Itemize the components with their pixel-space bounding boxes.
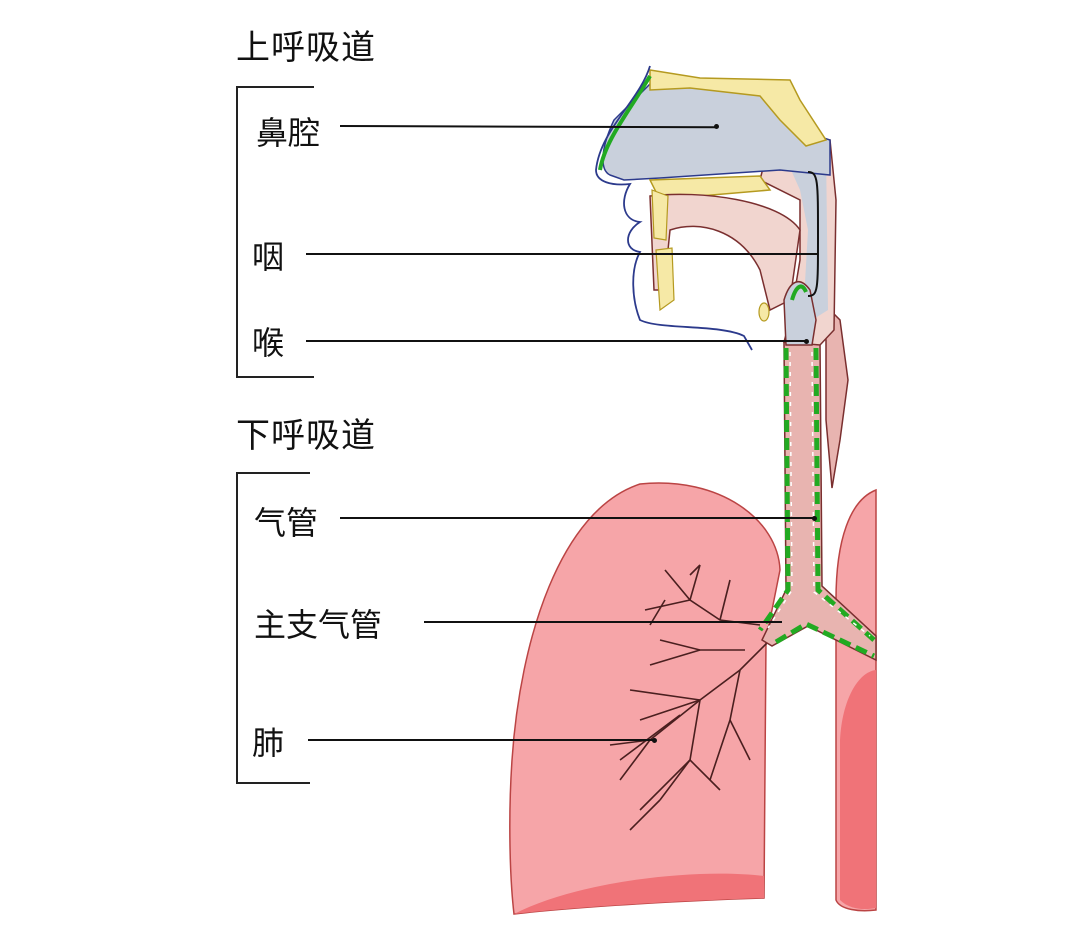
leader-trachea xyxy=(340,517,814,519)
nasal-bone xyxy=(649,69,828,147)
teeth-upper xyxy=(651,189,669,241)
left-lung-base xyxy=(514,873,764,914)
left-lung xyxy=(509,482,781,915)
upper-tract-bracket xyxy=(236,86,314,378)
label-lung: 肺 xyxy=(252,724,285,762)
label-main-bronchus: 主支气管 xyxy=(254,606,383,644)
mouth-tissue xyxy=(649,193,801,312)
leader-end-lung xyxy=(652,738,657,743)
face-outline xyxy=(595,65,753,351)
trachea-lining xyxy=(757,347,876,659)
esophagus xyxy=(818,297,849,489)
label-larynx: 喉 xyxy=(252,324,285,362)
epiglottis xyxy=(790,284,808,301)
label-trachea: 气管 xyxy=(254,504,319,542)
leader-pharynx xyxy=(306,253,818,255)
leader-main-bronchus xyxy=(424,621,782,623)
lower-tract-bracket xyxy=(236,472,310,784)
right-lung-shade xyxy=(840,670,876,910)
leader-end-larynx xyxy=(804,339,809,344)
leader-end-nasal-cavity xyxy=(714,124,719,129)
lower-tract-heading: 下呼吸道 xyxy=(236,416,376,456)
upper-tract-heading: 上呼吸道 xyxy=(236,28,376,68)
nasal-lining xyxy=(598,74,652,171)
leader-lung xyxy=(308,739,654,741)
label-nasal-cavity: 鼻腔 xyxy=(256,114,321,152)
leader-larynx xyxy=(306,340,806,342)
leader-end-trachea xyxy=(812,516,817,521)
trachea-lining-inner xyxy=(767,351,871,637)
label-pharynx: 咽 xyxy=(252,238,285,276)
bronchial-branches xyxy=(609,564,771,831)
hyoid xyxy=(758,302,770,322)
teeth-lower xyxy=(655,247,675,312)
pharynx-bracket xyxy=(807,171,819,297)
